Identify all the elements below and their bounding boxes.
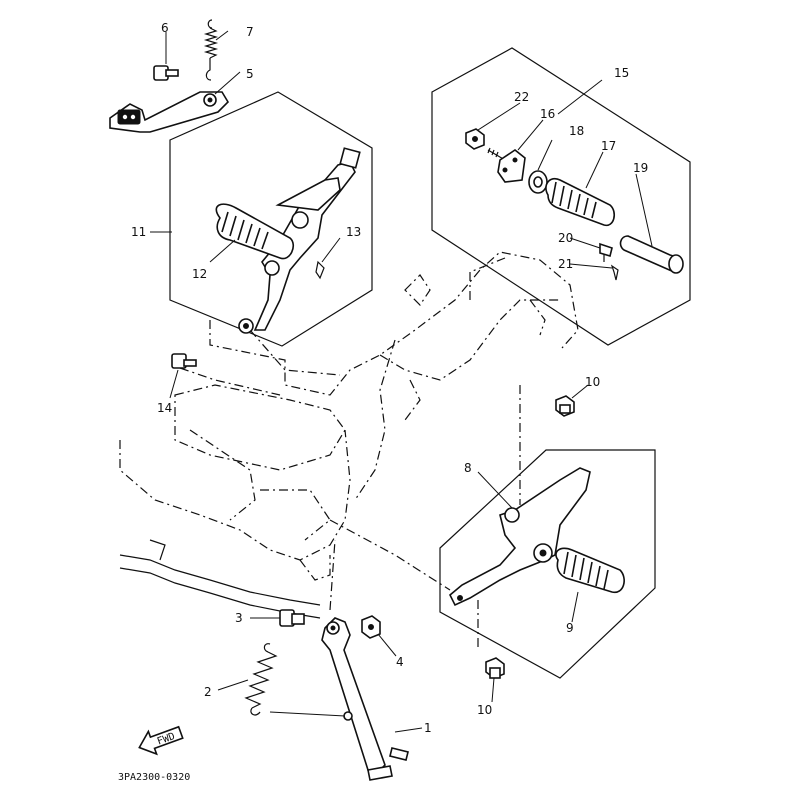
- brake-pedal-5: [109, 91, 230, 133]
- callout-22: 22: [514, 90, 529, 104]
- callout-15: 15: [614, 66, 629, 80]
- sidestand-1: [321, 617, 409, 781]
- drawing-code: 3PA2300-0320: [118, 772, 190, 783]
- callout-12: 12: [192, 267, 207, 281]
- bolt-10-lower: [485, 657, 505, 679]
- callout-11: 11: [131, 225, 146, 239]
- callout-14: 14: [157, 401, 172, 415]
- callout-18: 18: [569, 124, 584, 138]
- callout-8: 8: [464, 461, 472, 475]
- callout-1: 1: [424, 721, 432, 735]
- spring-2: [244, 643, 278, 716]
- callout-19: 19: [633, 161, 648, 175]
- alignment-lines: [179, 329, 521, 650]
- cotter-pin-21: [610, 264, 619, 281]
- bolt-10-upper: [555, 395, 575, 417]
- callout-4: 4: [396, 655, 404, 669]
- nut-22: [465, 128, 485, 150]
- callout-10-lower: 10: [477, 703, 492, 717]
- footrest-rubber-17: [545, 177, 616, 227]
- bolt-14: [171, 353, 197, 369]
- callout-5: 5: [246, 67, 254, 81]
- leader-lines: [150, 30, 653, 733]
- footrest-bracket-12: [238, 147, 361, 334]
- group-frame-8: [439, 449, 656, 679]
- bolt-6: [153, 65, 179, 81]
- group-frame-15: [431, 47, 691, 346]
- callout-16: 16: [540, 107, 555, 121]
- callout-3: 3: [235, 611, 243, 625]
- lower-frame-tube: [119, 539, 321, 619]
- spring-7: [203, 19, 219, 81]
- footrest-peg-12: [215, 203, 295, 260]
- callout-13: 13: [346, 225, 361, 239]
- pin-19: [619, 235, 684, 274]
- fwd-arrow-icon: FWD: [138, 725, 184, 756]
- clip-13: [315, 260, 325, 280]
- bolt-3: [279, 609, 305, 627]
- callout-20: 20: [558, 231, 573, 245]
- frame-outline: [119, 251, 579, 581]
- callout-2: 2: [204, 685, 212, 699]
- callout-21: 21: [558, 257, 573, 271]
- footrest-bracket-8: [449, 467, 591, 607]
- callout-labels: 6 7 5 11 12 13 14 15 22 16 18 17 19 20 2…: [131, 21, 648, 735]
- footrest-peg-9: [555, 547, 625, 594]
- callout-10-upper: 10: [585, 375, 600, 389]
- bolt-16: [487, 147, 526, 183]
- washer-20: [599, 242, 613, 262]
- callout-17: 17: [601, 139, 616, 153]
- washer-18: [528, 170, 548, 194]
- nut-4: [361, 615, 381, 639]
- callout-7: 7: [246, 25, 254, 39]
- callout-6: 6: [161, 21, 169, 35]
- callout-9: 9: [566, 621, 574, 635]
- group-frame-11: [169, 91, 373, 347]
